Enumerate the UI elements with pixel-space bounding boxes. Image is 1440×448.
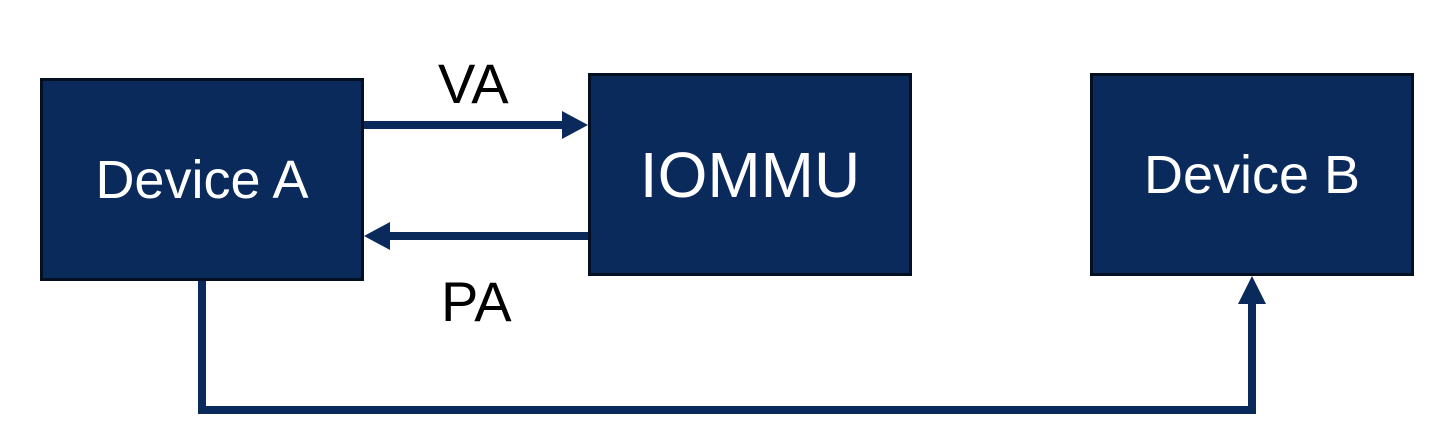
device-a-box: Device A xyxy=(40,78,364,281)
pa-label: PA xyxy=(441,270,512,333)
iommu-box: IOMMU xyxy=(588,73,912,276)
pa-arrow xyxy=(364,222,588,250)
va-arrow xyxy=(364,111,588,139)
device-a-to-device-b-arrow xyxy=(198,276,1266,414)
device-a-label: Device A xyxy=(95,149,309,210)
va-label: VA xyxy=(438,52,509,115)
iommu-label: IOMMU xyxy=(639,138,861,211)
device-b-box: Device B xyxy=(1090,73,1414,276)
device-b-label: Device B xyxy=(1143,144,1361,205)
